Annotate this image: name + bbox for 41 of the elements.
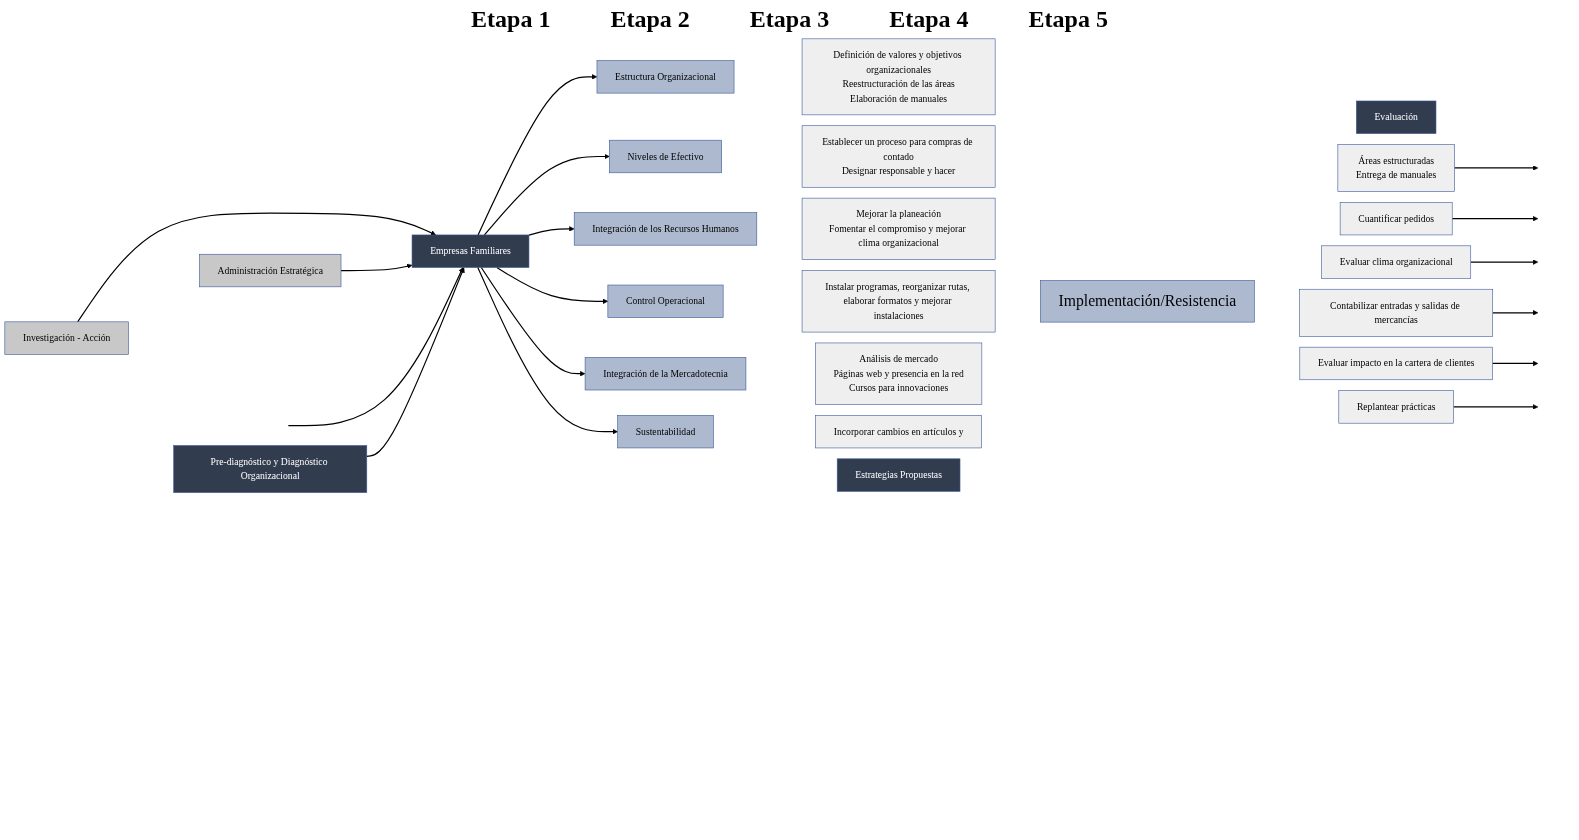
- node-box: Contabilizar entradas y salidas de mercancías: [1299, 288, 1493, 337]
- node-box: Control Operacional: [607, 284, 724, 318]
- node-box: Evaluar impacto en la cartera de clientes: [1299, 346, 1493, 381]
- node-box: Administración Estratégica: [199, 253, 342, 288]
- arrow: [1491, 360, 1539, 367]
- arrow: [366, 267, 465, 457]
- node-box: Evaluación: [1356, 100, 1437, 134]
- arrow: [528, 226, 575, 236]
- node-box: Integración de los Recursos Humanos: [573, 212, 758, 246]
- node-box: Sustentabilidad: [617, 415, 714, 449]
- arrow: [477, 266, 618, 435]
- node-box: Definición de valores y objetivos organizacionales Reestructuración de las áreas Elaboración de manuales: [801, 38, 996, 116]
- node-box: Áreas estructuradas Entrega de manuales: [1337, 144, 1455, 192]
- arrow: [1492, 310, 1539, 316]
- arrow: [1453, 165, 1539, 171]
- arrow: [496, 266, 609, 304]
- node-box: Cuantificar pedidos: [1339, 202, 1453, 236]
- node-box: Niveles de Efectivo: [609, 139, 722, 174]
- node-box: Empresas Familiares: [411, 234, 530, 268]
- node-box: Análisis de mercado Páginas web y presencia en la red Cursos para innovaciones: [815, 342, 983, 405]
- node-box: Instalar programas, reorganizar rutas, elaborar formatos y mejorar instalaciones: [801, 270, 996, 333]
- node-box: Replantear prácticas: [1338, 390, 1454, 424]
- arrow: [477, 74, 598, 236]
- node-box: Implementación/Resistencia: [1040, 280, 1255, 323]
- node-box: Estrategias Propuestas: [836, 458, 961, 492]
- arrow: [1452, 404, 1539, 410]
- arrow: [77, 212, 436, 323]
- node-box: Evaluar clima organizacional: [1321, 245, 1472, 279]
- node-box: Integración de la Mercadotecnia: [584, 357, 747, 391]
- arrow: [483, 153, 610, 236]
- node-box: Investigación - Acción: [4, 321, 129, 355]
- arrow: [340, 263, 413, 272]
- node-box: Establecer un proceso para compras de contado Designar responsable y hacer: [801, 125, 996, 188]
- node-box: Estructura Organizacional: [596, 60, 735, 94]
- node-box: Incorporar cambios en artículos y: [815, 415, 982, 449]
- node-box: Mejorar la planeación Fomentar el compromiso y mejorar clima organizacional: [801, 197, 996, 260]
- node-box: Pre-diagnóstico y Diagnóstico Organizacional: [173, 445, 368, 493]
- arrow: [1470, 259, 1539, 265]
- arrow: [480, 266, 586, 377]
- arrow: [1451, 216, 1539, 222]
- arrow: [287, 267, 464, 427]
